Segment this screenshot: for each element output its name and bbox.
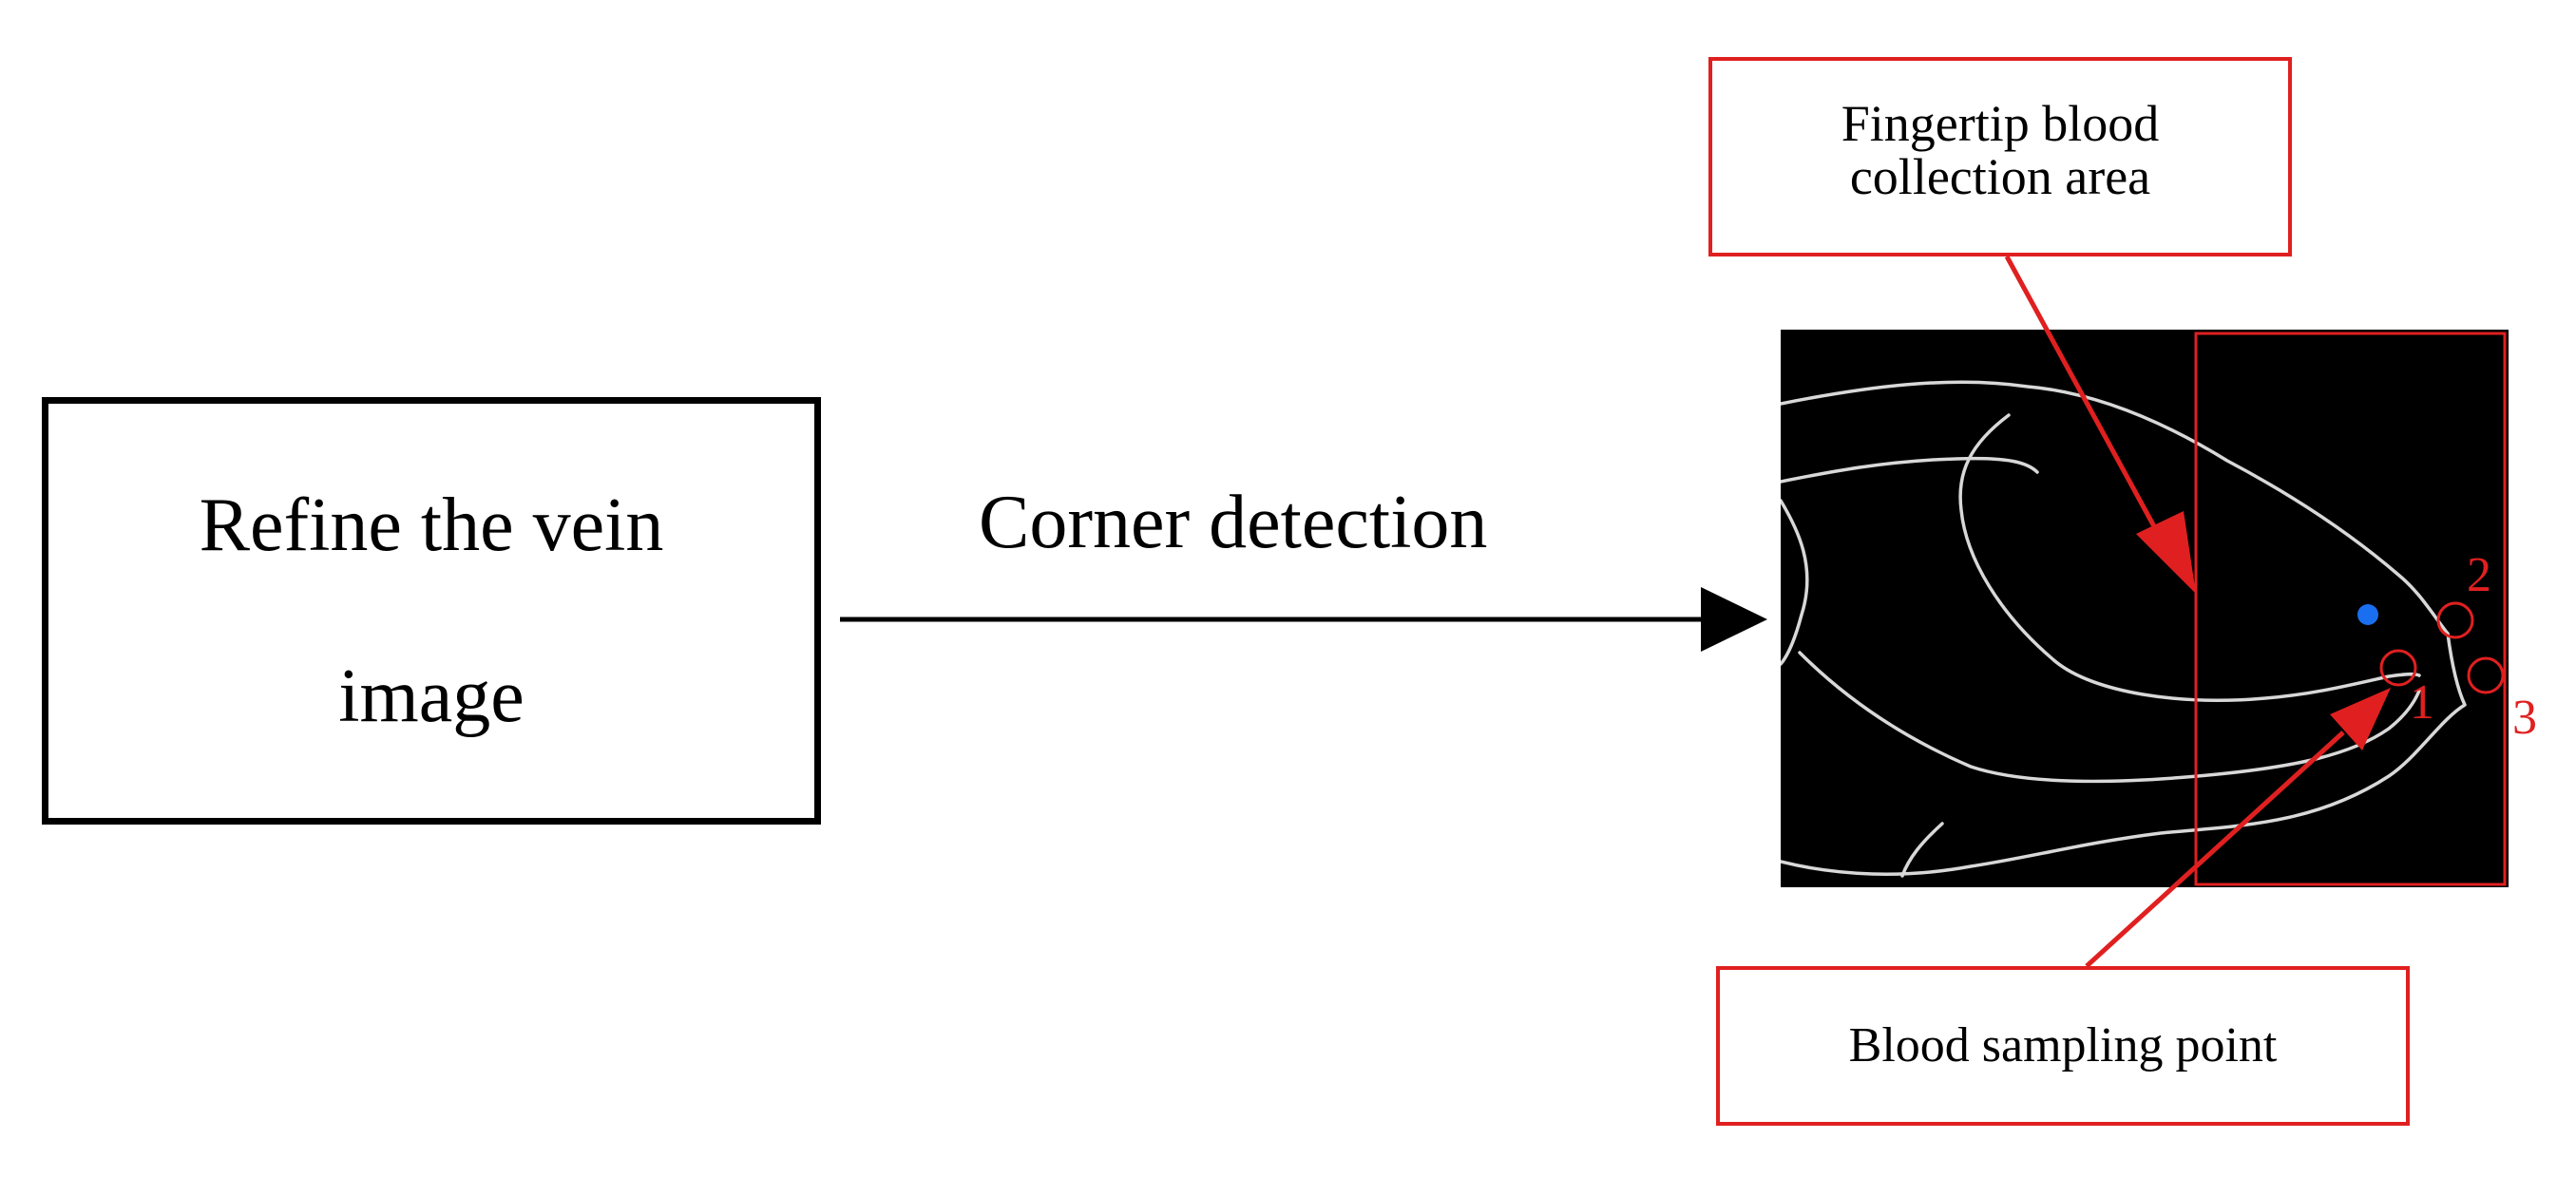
- vein-left-loop: [1779, 499, 1809, 666]
- main-arrow-head: [1701, 587, 1767, 652]
- corner-circle-2: [2436, 601, 2474, 639]
- point-label-3: 3: [2512, 691, 2537, 745]
- vein-bottom-spur: [1900, 822, 1944, 878]
- collection-area-callout: Fingertip blood collection area: [1708, 57, 2292, 256]
- vein-upper-contour: [1779, 380, 2450, 636]
- vein-middle-contour: [1958, 413, 2421, 702]
- point-label-1: 1: [2410, 675, 2434, 730]
- collection-area-rect: [2194, 332, 2507, 886]
- vein-inner-branch: [1779, 456, 2039, 484]
- corner-detection-label: Corner detection: [979, 481, 1488, 564]
- vein-image: [1779, 330, 2509, 887]
- collection-area-callout-text: Fingertip blood collection area: [1841, 95, 2160, 205]
- centroid-dot: [2357, 604, 2378, 625]
- sampling-point-callout: Blood sampling point: [1716, 966, 2410, 1126]
- vein-lower-contour: [1779, 632, 2467, 876]
- vein-lower-branch: [1798, 651, 2421, 784]
- vein-lines: [1779, 332, 2507, 886]
- corner-circle-1: [2379, 649, 2417, 687]
- refine-vein-image-label: Refine the vein image: [199, 484, 664, 738]
- refine-vein-image-box: Refine the vein image: [42, 397, 821, 825]
- sampling-point-callout-text: Blood sampling point: [1848, 1018, 2278, 1073]
- corner-circle-3: [2467, 656, 2505, 694]
- point-label-2: 2: [2467, 548, 2491, 602]
